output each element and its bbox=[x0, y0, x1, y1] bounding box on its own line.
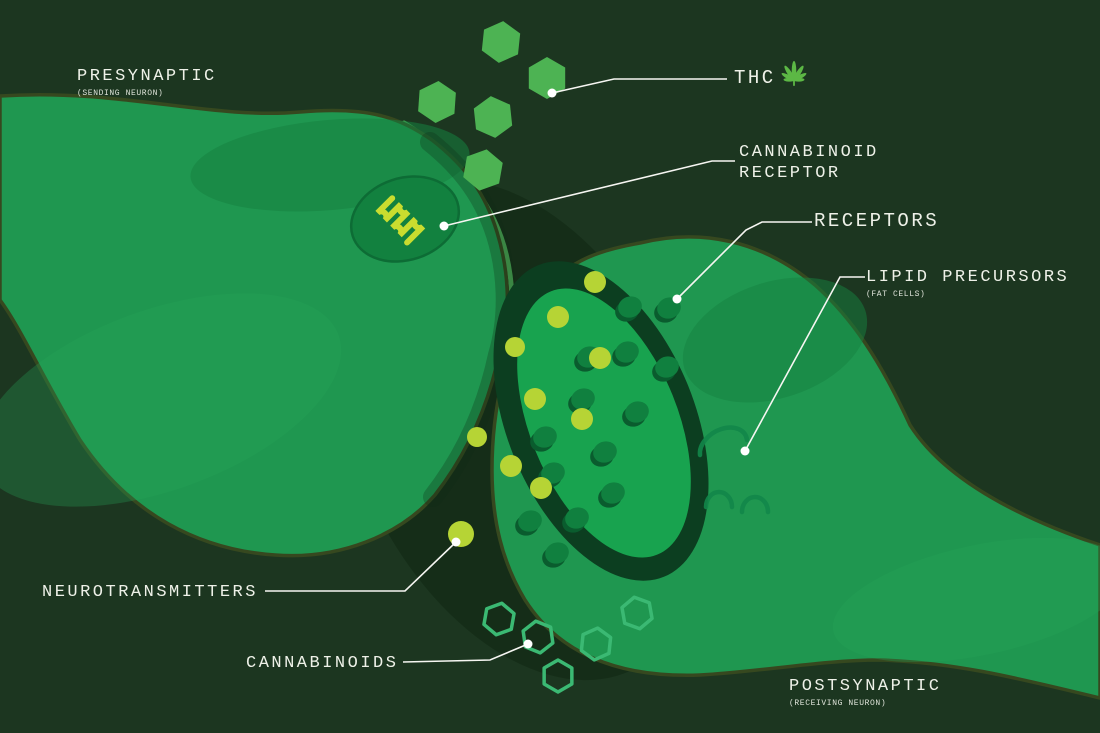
receptor-dot bbox=[565, 507, 589, 529]
thc-molecule bbox=[481, 21, 521, 63]
synaptic-face bbox=[517, 288, 691, 558]
leader-line-neurotransmitters bbox=[265, 541, 457, 592]
neurotransmitter-dot bbox=[467, 427, 487, 447]
leader-dot-neurotransmitters bbox=[451, 537, 461, 547]
leader-dot-cannabinoid-receptor bbox=[439, 221, 449, 231]
cannabinoid-receptor-body bbox=[349, 175, 461, 263]
leader-line-thc bbox=[551, 78, 727, 94]
neurotransmitter-dot bbox=[571, 408, 593, 430]
lipid-precursors-title: LIPID PRECURSORS bbox=[866, 268, 1070, 287]
receptor-dot bbox=[541, 462, 565, 484]
receptor-dot bbox=[615, 341, 639, 363]
label-cannabinoid-receptor: CANNABINOID RECEPTOR bbox=[739, 142, 879, 184]
label-lipid-precursors: LIPID PRECURSORS (FAT CELLS) bbox=[866, 267, 1069, 300]
cannabinoid-molecules bbox=[482, 595, 654, 694]
neurotransmitter-dot bbox=[547, 306, 569, 328]
thc-molecule bbox=[418, 81, 456, 123]
leader-dot-cannabinoids bbox=[523, 639, 533, 649]
neurotransmitters-title: NEUROTRANSMITTERS bbox=[42, 583, 258, 602]
receptor-dot bbox=[655, 356, 679, 378]
thc-molecule bbox=[463, 149, 503, 191]
thc-molecules bbox=[418, 21, 566, 191]
cannabinoid-molecule bbox=[521, 619, 555, 655]
postsynaptic-title: POSTSYNAPTIC bbox=[789, 677, 942, 696]
receptor-dot bbox=[601, 482, 625, 504]
label-receptors: RECEPTORS bbox=[814, 211, 939, 232]
receptor-dot bbox=[533, 426, 557, 448]
presynaptic-highlight-patch bbox=[0, 293, 342, 507]
label-thc: THC bbox=[734, 68, 776, 89]
label-postsynaptic: POSTSYNAPTIC (RECEIVING NEURON) bbox=[789, 676, 941, 709]
leader-line-cannabinoid-receptor bbox=[443, 160, 735, 227]
label-cannabinoids: CANNABINOIDS bbox=[246, 653, 398, 674]
leader-lines bbox=[265, 78, 865, 663]
receptor-dot bbox=[571, 388, 595, 410]
cannabinoids-title: CANNABINOIDS bbox=[246, 654, 399, 673]
lipid-precursors-subtitle: (FAT CELLS) bbox=[866, 290, 926, 299]
neurotransmitter-dot bbox=[584, 271, 606, 293]
postsynaptic-highlight-patch bbox=[832, 537, 1100, 663]
presynaptic-title: PRESYNAPTIC bbox=[77, 67, 217, 86]
receptor-dot bbox=[618, 296, 642, 318]
receptor-dots bbox=[515, 296, 681, 568]
cannabis-leaf-icon bbox=[781, 61, 807, 86]
neurotransmitter-dot bbox=[589, 347, 611, 369]
receptor-dot bbox=[593, 441, 617, 463]
cannabinoid-receptor-line2: RECEPTOR bbox=[739, 164, 841, 183]
leader-line-lipid-precursors bbox=[744, 276, 865, 452]
postsynaptic-shade-patch bbox=[682, 277, 868, 403]
lipid-mark bbox=[739, 494, 771, 515]
cannabinoid-molecule bbox=[542, 658, 574, 694]
leader-dots bbox=[439, 88, 750, 649]
receptor-dot bbox=[545, 542, 569, 564]
receptors-title: RECEPTORS bbox=[814, 210, 940, 232]
leader-dot-lipid-precursors bbox=[740, 446, 750, 456]
neurotransmitter-dot bbox=[530, 477, 552, 499]
lipid-precursor-marks bbox=[697, 425, 771, 515]
receptor-dot bbox=[518, 510, 542, 532]
postsynaptic-subtitle: (RECEIVING NEURON) bbox=[789, 699, 887, 708]
leader-line-cannabinoids bbox=[402, 643, 529, 663]
lipid-mark bbox=[703, 489, 735, 510]
thc-title: THC bbox=[734, 67, 776, 89]
cannabinoid-receptor-line1: CANNABINOID bbox=[739, 143, 879, 162]
cannabinoid-molecule bbox=[579, 626, 613, 662]
label-presynaptic: PRESYNAPTIC (SENDING NEURON) bbox=[77, 66, 217, 99]
cannabinoid-molecule bbox=[620, 595, 654, 631]
leader-dot-thc bbox=[547, 88, 557, 98]
leader-line-receptors bbox=[676, 221, 812, 300]
lipid-mark bbox=[697, 425, 750, 458]
cannabinoid-molecule bbox=[482, 601, 516, 637]
thc-molecule bbox=[528, 57, 566, 99]
leader-dot-receptors bbox=[672, 294, 682, 304]
presynaptic-subtitle: (SENDING NEURON) bbox=[77, 89, 164, 98]
neurotransmitter-dots bbox=[448, 271, 611, 547]
receptor-squiggle-icon bbox=[375, 195, 426, 246]
neurotransmitter-dot bbox=[524, 388, 546, 410]
neurotransmitter-dot bbox=[505, 337, 525, 357]
thc-molecule bbox=[473, 96, 513, 138]
neurotransmitter-dot bbox=[500, 455, 522, 477]
label-neurotransmitters: NEUROTRANSMITTERS bbox=[42, 582, 258, 603]
receptor-dot bbox=[625, 401, 649, 423]
